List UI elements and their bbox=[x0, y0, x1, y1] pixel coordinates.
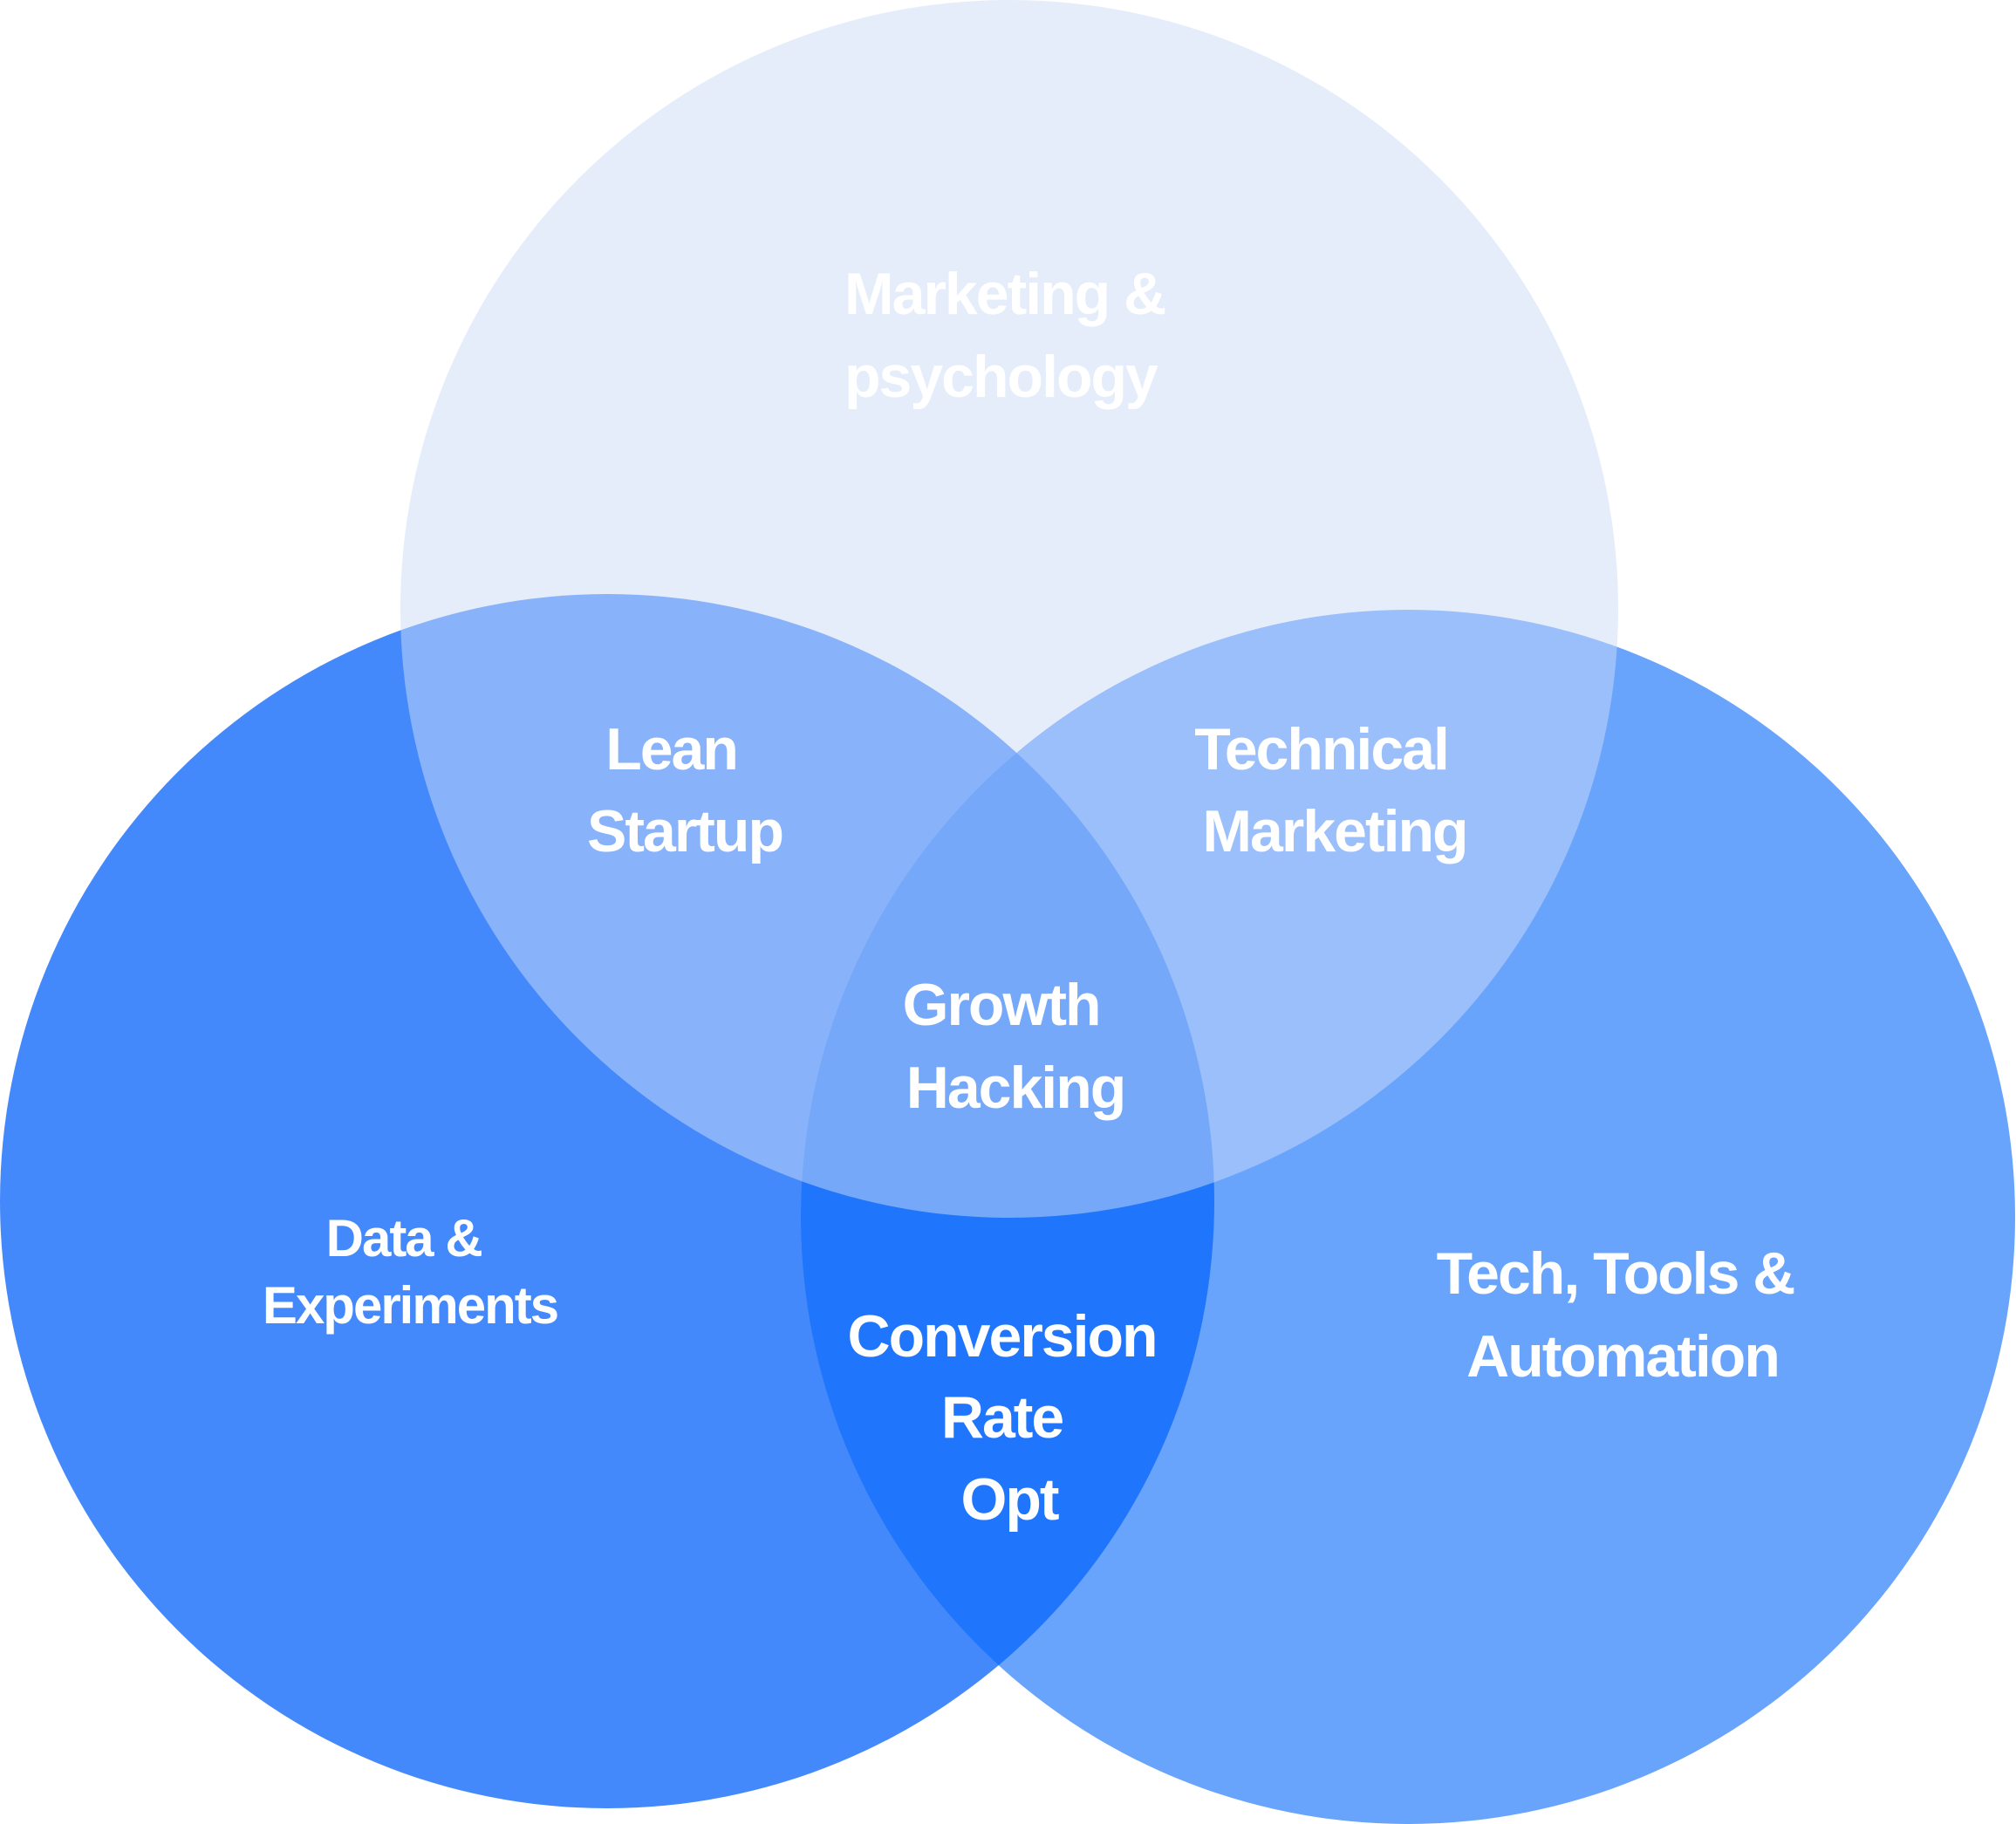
top-circle bbox=[400, 0, 1618, 1218]
label-line: Marketing bbox=[1202, 798, 1466, 864]
label-marketing-psychology: Marketing & psychology bbox=[844, 261, 1179, 410]
label-line: Technical bbox=[1194, 716, 1448, 782]
label-conversion-rate-opt: Conversion Rate Opt bbox=[848, 1303, 1172, 1533]
label-line: Marketing & bbox=[844, 261, 1165, 327]
label-line: Data & bbox=[326, 1209, 482, 1267]
label-tech-tools-automation: Tech, Tools & Automation bbox=[1437, 1240, 1809, 1390]
label-data-experiments: Data & Experiments bbox=[263, 1209, 557, 1335]
label-line: Rate bbox=[941, 1384, 1063, 1451]
label-line: Lean bbox=[605, 716, 737, 782]
label-line: Hacking bbox=[906, 1055, 1125, 1121]
label-line: Conversion bbox=[848, 1303, 1157, 1370]
label-line: Startup bbox=[587, 798, 782, 864]
label-technical-marketing: Technical Marketing bbox=[1194, 716, 1466, 864]
label-line: Experiments bbox=[263, 1276, 557, 1335]
label-line: psychology bbox=[844, 344, 1158, 410]
label-lean-startup: Lean Startup bbox=[587, 716, 782, 864]
label-line: Tech, Tools & bbox=[1437, 1240, 1794, 1307]
label-growth-hacking: Growth Hacking bbox=[903, 972, 1125, 1121]
label-line: Opt bbox=[960, 1466, 1058, 1533]
label-line: Automation bbox=[1466, 1323, 1779, 1390]
label-line: Growth bbox=[903, 972, 1100, 1038]
